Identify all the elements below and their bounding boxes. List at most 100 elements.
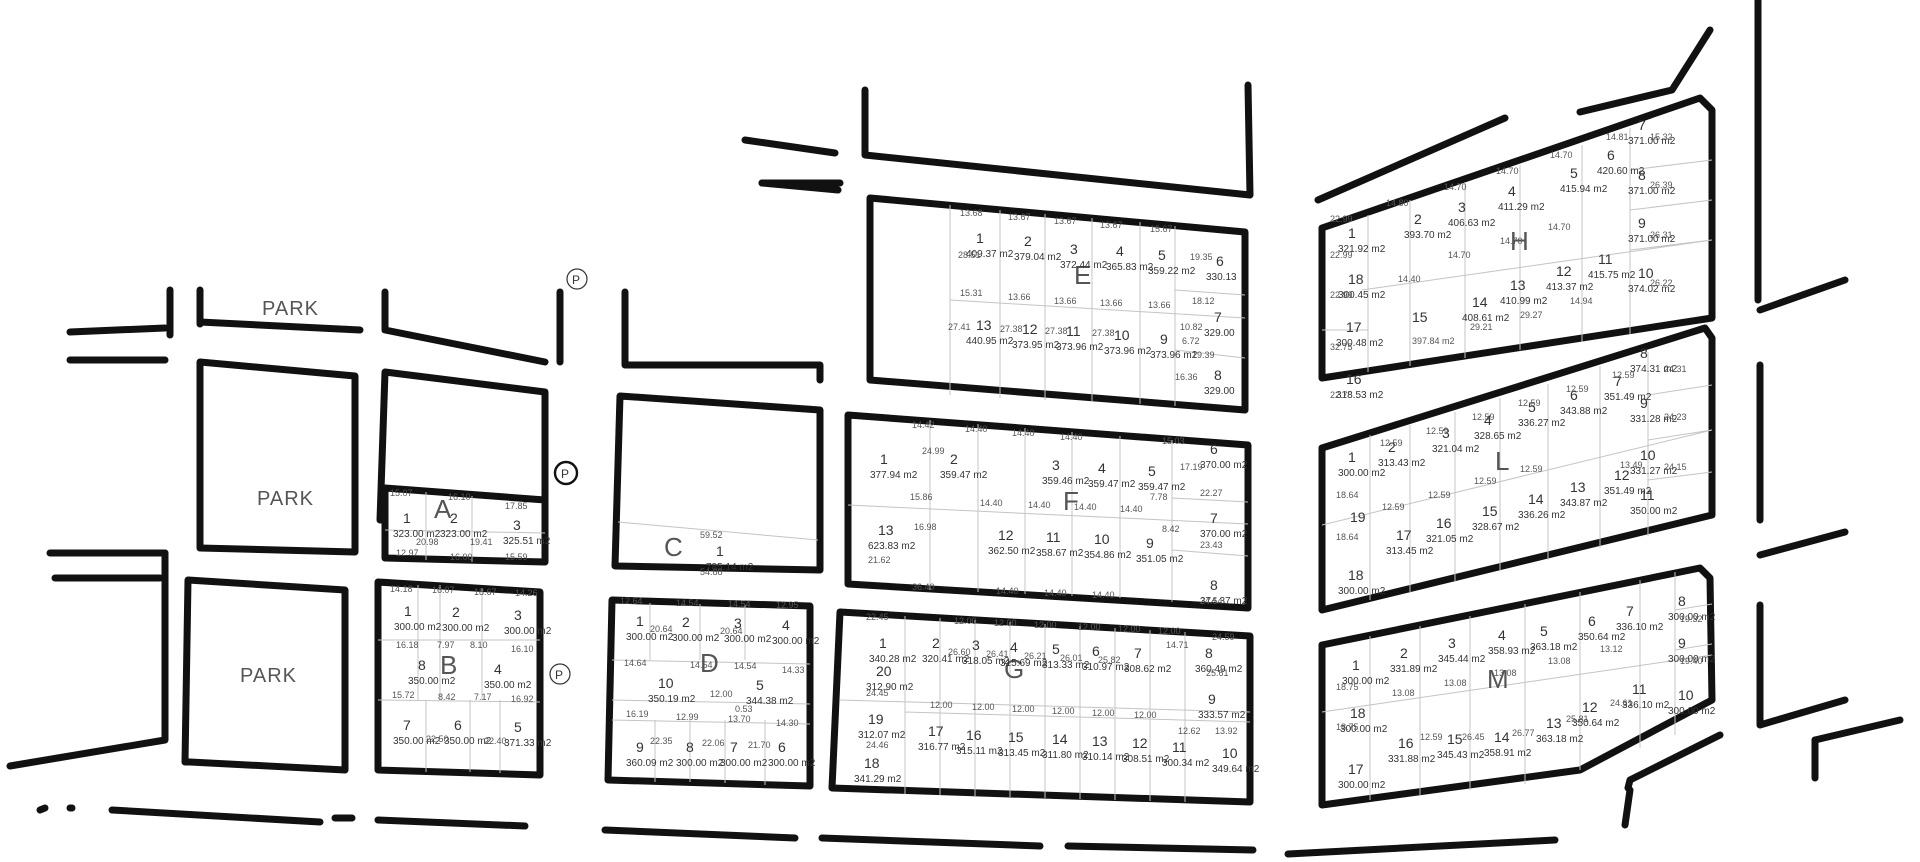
dimension-label: 26.60 bbox=[948, 647, 971, 657]
dimension-label: 12.99 bbox=[676, 712, 699, 722]
dimension-label: 21.70 bbox=[748, 740, 771, 750]
dimension-label: 14.70 bbox=[1496, 166, 1519, 176]
lot-number: 6 bbox=[1607, 147, 1615, 163]
lot-area: 331.27 m2 bbox=[1630, 466, 1678, 477]
dimension-label: 24.23 bbox=[1664, 412, 1687, 422]
lot-number: 7 bbox=[1214, 309, 1222, 325]
lot-area: 350.19 m2 bbox=[648, 694, 696, 705]
block-letter: F bbox=[1063, 486, 1079, 516]
dimension-label: 18.75 bbox=[1336, 722, 1359, 732]
lot-area: 393.70 m2 bbox=[1404, 230, 1452, 241]
dimension-label: 12.59 bbox=[1566, 384, 1589, 394]
dimension-label: 26.01 bbox=[1060, 653, 1083, 663]
lot-area: 349.64 m2 bbox=[1212, 764, 1260, 775]
dimension-label: 14.54 bbox=[728, 599, 751, 609]
dimension-label: 27.38 bbox=[1092, 328, 1115, 338]
lot-area: 336.10 m2 bbox=[1622, 700, 1670, 711]
lot-area: 315.11 m2 bbox=[956, 746, 1003, 757]
lot-area: 374.37 m2 bbox=[1200, 596, 1248, 607]
lot-area: 351.05 m2 bbox=[1136, 554, 1184, 565]
dimension-label: 13.68 bbox=[960, 208, 983, 218]
dimension-label: 24.61 bbox=[1610, 698, 1633, 708]
dimension-label: 26.45 bbox=[1462, 732, 1485, 742]
lot-area: 328.65 m2 bbox=[1474, 431, 1522, 442]
lot-number: 19 bbox=[1350, 509, 1366, 525]
lot-number: 18 bbox=[1348, 567, 1364, 583]
dimension-label: 12.59 bbox=[1472, 412, 1495, 422]
lot-number: 4 bbox=[1508, 183, 1516, 199]
dimension-label: 7.17 bbox=[474, 692, 492, 702]
lot-number: 2 bbox=[932, 635, 940, 651]
park-label: PARK bbox=[257, 488, 314, 510]
lot-number: 7 bbox=[1134, 645, 1142, 661]
lot-area: 377.94 m2 bbox=[870, 470, 918, 481]
lot-number: 1 bbox=[403, 510, 411, 526]
lot-area: 336.27 m2 bbox=[1518, 418, 1566, 429]
lot-number: 5 bbox=[756, 677, 764, 693]
dimension-label: 12.59 bbox=[1426, 426, 1449, 436]
dimension-label: 13.67 bbox=[1100, 220, 1123, 230]
dimension-label: 14.54 bbox=[676, 598, 699, 608]
dimension-label: 16.10 bbox=[511, 644, 534, 654]
lot-number: 10 bbox=[1114, 327, 1130, 343]
lot-number: 1 bbox=[1352, 657, 1360, 673]
lot-number: 11 bbox=[1172, 739, 1187, 755]
dimension-label: 15.67 bbox=[1150, 224, 1173, 234]
dimension-label: 28.51 bbox=[958, 250, 981, 260]
block-letter: E bbox=[1074, 260, 1091, 290]
dimension-label: 12.00 bbox=[972, 702, 995, 712]
lot-number: 1 bbox=[716, 543, 724, 559]
lot-number: 16 bbox=[1346, 371, 1362, 387]
block-letter: M bbox=[1487, 664, 1509, 694]
lot-number: 6 bbox=[778, 739, 786, 755]
lot-number: 8 bbox=[686, 739, 694, 755]
dimension-label: 12.00 bbox=[710, 689, 733, 699]
dimension-label: 12.00 bbox=[1118, 624, 1141, 634]
lot-area: 300.00 m2 bbox=[768, 758, 816, 769]
dimension-label: 14.33 bbox=[782, 665, 805, 675]
block-e bbox=[866, 194, 1249, 414]
lot-area: 415.75 m2 bbox=[1588, 270, 1636, 281]
lot-number: 13 bbox=[976, 317, 992, 333]
lot-number: 8 bbox=[1210, 577, 1218, 593]
dimension-label: 22.75 bbox=[1330, 390, 1353, 400]
lot-area: 413.37 m2 bbox=[1546, 282, 1594, 293]
lot-area: 343.87 m2 bbox=[1560, 498, 1608, 509]
block-letter: B bbox=[440, 650, 457, 680]
lot-area: 330.13 bbox=[1206, 272, 1237, 283]
dimension-label: 29.27 bbox=[1520, 310, 1543, 320]
lot-area: 379.04 m2 bbox=[1014, 252, 1062, 263]
lot-number: 12 bbox=[1022, 321, 1038, 337]
lot-number: 19 bbox=[868, 711, 884, 727]
dimension-label: 14.18 bbox=[390, 584, 413, 594]
lot-area: 359.47 m2 bbox=[940, 470, 988, 481]
lot-area: 320.41 m2 bbox=[922, 654, 970, 665]
lot-area: 358.91 m2 bbox=[1484, 748, 1532, 759]
dimension-label: 15.03 bbox=[1162, 436, 1185, 446]
lot-number: 6 bbox=[1210, 441, 1218, 457]
lot-area: 300.00 m2 bbox=[1342, 676, 1390, 687]
lot-area: 300.00 m2 bbox=[1338, 468, 1386, 479]
lot-area: 371.00 m2 bbox=[1628, 234, 1676, 245]
lot-number: 1 bbox=[879, 635, 887, 651]
lot-area: 351.49 m2 bbox=[1604, 392, 1652, 403]
lot-area: 420.60 m2 bbox=[1597, 166, 1645, 177]
lot-number: 2 bbox=[1024, 233, 1032, 249]
lot-area: 350.00 m2 bbox=[484, 680, 532, 691]
dimension-label: 12.95 bbox=[776, 600, 799, 610]
dimension-label: 14.26 bbox=[515, 588, 538, 598]
dimension-label: 12.64 bbox=[620, 596, 643, 606]
lot-number: 6 bbox=[454, 717, 462, 733]
lot-area: 371.33 m2 bbox=[504, 738, 552, 749]
lot-number: 16 bbox=[966, 727, 982, 743]
block-letter: H bbox=[1510, 226, 1529, 256]
lot-area: 351.49 m2 bbox=[1604, 486, 1652, 497]
lot-number: 10 bbox=[1640, 447, 1656, 463]
dimension-label: 12.00 bbox=[1158, 626, 1181, 636]
dimension-label: 12.59 bbox=[1428, 490, 1451, 500]
lot-number: 2 bbox=[450, 510, 458, 526]
lot-number: 9 bbox=[1208, 691, 1216, 707]
block-h bbox=[1318, 94, 1716, 382]
lot-number: 17 bbox=[1396, 527, 1412, 543]
